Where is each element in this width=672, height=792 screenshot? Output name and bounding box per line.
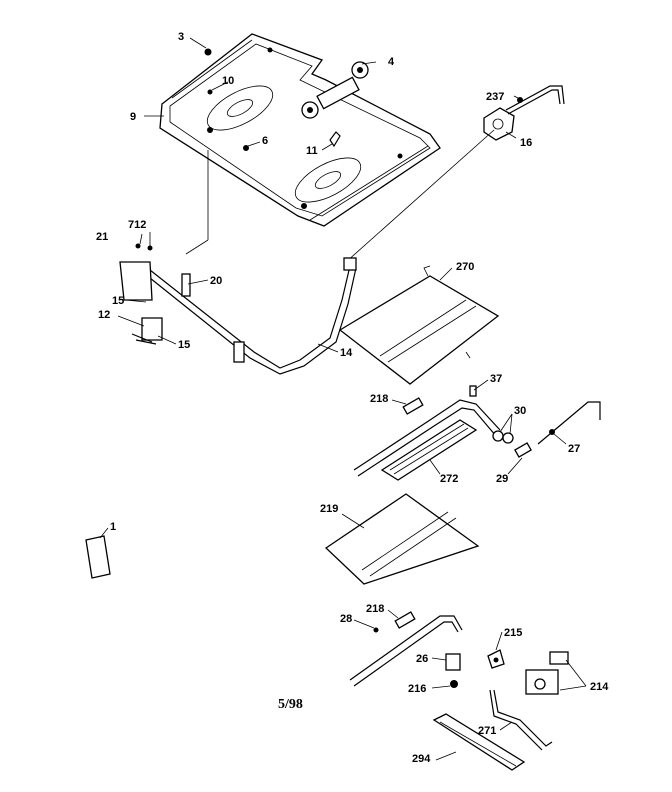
valve-part-214 <box>525 651 569 695</box>
callout-6: 6 <box>262 135 268 147</box>
callout-37: 37 <box>490 373 502 385</box>
callout-215: 215 <box>504 627 522 639</box>
orifice-part-218a <box>402 397 424 415</box>
top-burner-plate <box>159 33 441 227</box>
screw-part-10 <box>207 89 213 95</box>
rail-part-294 <box>432 713 526 771</box>
callout-20: 20 <box>210 275 222 287</box>
shield-part-219 <box>324 493 480 585</box>
valve-part-30 <box>492 430 514 444</box>
tube-part-271 <box>489 689 553 751</box>
screw-part-712 <box>147 245 153 251</box>
callout-10: 10 <box>222 75 234 87</box>
callout-11: 11 <box>306 145 318 157</box>
callout-14: 14 <box>340 347 353 359</box>
callout-294: 294 <box>412 753 431 765</box>
clip-part-11 <box>329 131 341 148</box>
washer-part-216 <box>450 680 458 688</box>
burner-valve-part-4 <box>301 61 369 119</box>
bracket-part-215 <box>487 649 505 669</box>
callout-272: 272 <box>440 473 458 485</box>
callout-15-lower: 15 <box>178 339 190 351</box>
lower-burner-tube <box>349 611 463 687</box>
manual-part-1 <box>85 535 111 579</box>
callout-218-lower: 218 <box>366 603 384 615</box>
callout-21: 21 <box>96 231 108 243</box>
callout-3: 3 <box>178 31 184 43</box>
callout-30: 30 <box>514 405 526 417</box>
screw-part-3 <box>204 48 212 56</box>
orifice-part-26 <box>445 653 461 671</box>
callout-1: 1 <box>110 521 116 533</box>
callout-271: 271 <box>478 725 496 737</box>
callout-16: 16 <box>520 137 532 149</box>
callout-labels: 3 4 10 9 6 11 237 16 712 21 20 270 15 12… <box>96 31 609 765</box>
shield-part-270 <box>338 265 500 385</box>
screw-part-21 <box>135 243 141 249</box>
callout-9: 9 <box>130 111 136 123</box>
callout-237: 237 <box>486 91 504 103</box>
screw-part-28 <box>373 627 379 633</box>
callout-28: 28 <box>340 613 352 625</box>
clip-part-37 <box>469 385 477 397</box>
callout-12: 12 <box>98 309 110 321</box>
callout-27: 27 <box>568 443 580 455</box>
date-code: 5/98 <box>278 697 303 712</box>
burner-part-272 <box>353 399 501 481</box>
gas-line-leader <box>345 129 495 263</box>
callout-218-upper: 218 <box>370 393 388 405</box>
callout-712: 712 <box>128 219 146 231</box>
callout-29: 29 <box>496 473 508 485</box>
callout-214: 214 <box>590 681 609 693</box>
callout-15-upper: 15 <box>112 295 124 307</box>
leader-lines <box>99 37 587 761</box>
callout-219: 219 <box>320 503 338 515</box>
screw-part-6 <box>243 145 249 151</box>
callout-270: 270 <box>456 261 474 273</box>
callout-4: 4 <box>388 56 395 68</box>
callout-216: 216 <box>408 683 426 695</box>
callout-26: 26 <box>416 653 428 665</box>
fitting-part-29 <box>514 401 601 458</box>
manifold-part-14 <box>119 257 357 375</box>
